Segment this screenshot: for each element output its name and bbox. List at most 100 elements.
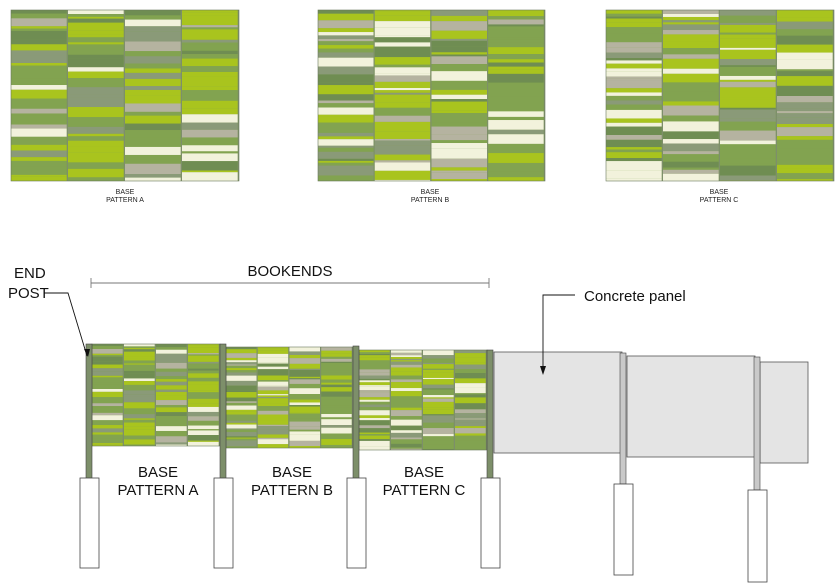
stripe — [289, 418, 321, 422]
stripe — [431, 148, 488, 159]
stripe — [777, 111, 833, 114]
stripe — [374, 160, 431, 163]
stripe — [289, 383, 321, 389]
stripe — [226, 385, 257, 391]
stripe — [455, 369, 486, 374]
stripe — [777, 168, 833, 174]
end-post-arrowhead — [84, 349, 90, 357]
stripe — [374, 10, 431, 12]
stripe — [318, 82, 374, 86]
footing — [747, 489, 768, 583]
stripe — [455, 373, 486, 379]
end-post-label-line2: POST — [8, 285, 49, 302]
stripe — [188, 420, 219, 426]
stripe — [374, 94, 431, 103]
stripe — [374, 154, 431, 161]
stripe — [226, 353, 257, 358]
stripe — [188, 441, 219, 446]
stripe — [431, 140, 488, 144]
stripe — [182, 76, 238, 87]
stripe — [182, 50, 238, 55]
stripe — [92, 432, 123, 435]
stripe — [663, 169, 719, 174]
stripe — [11, 150, 67, 158]
stripe — [321, 433, 352, 440]
stripe — [68, 107, 124, 118]
stripe — [488, 10, 544, 17]
stripe — [92, 443, 123, 445]
stripe — [226, 357, 257, 361]
stripe — [777, 148, 833, 156]
stripe — [359, 407, 390, 411]
concrete-panel — [759, 361, 809, 464]
stripe — [720, 10, 776, 16]
stripe — [663, 167, 719, 170]
stripe — [431, 54, 488, 57]
stripe — [606, 13, 662, 17]
stripe — [92, 428, 123, 433]
stripe — [720, 97, 776, 100]
stripe — [431, 40, 488, 47]
stripe — [488, 29, 544, 38]
stripe — [391, 355, 422, 358]
stripe — [423, 397, 454, 399]
stripe — [226, 414, 257, 421]
stripe — [182, 25, 238, 28]
stripe — [606, 149, 662, 153]
stripe — [68, 34, 124, 38]
stripe — [125, 19, 181, 27]
stripe — [488, 116, 544, 121]
stripe — [359, 410, 390, 416]
stripe — [488, 19, 544, 25]
stripe — [68, 152, 124, 163]
stripe — [777, 71, 833, 77]
stripe — [11, 128, 67, 137]
stripe — [374, 179, 431, 181]
stripe — [777, 59, 833, 70]
stripe — [321, 405, 352, 408]
stripe — [318, 28, 374, 33]
stripe — [488, 120, 544, 130]
stripe — [92, 397, 123, 404]
stripe — [188, 440, 219, 442]
stripe — [68, 162, 124, 169]
column-divider — [832, 10, 834, 181]
stripe — [455, 418, 486, 420]
stripe — [431, 21, 488, 31]
stripe — [318, 116, 374, 123]
stripe — [318, 132, 374, 137]
stripe — [124, 396, 155, 403]
stripe — [423, 379, 454, 385]
stripe — [359, 378, 390, 381]
stripe — [318, 13, 374, 21]
stripe — [289, 347, 321, 352]
stripe — [431, 89, 488, 95]
stripe — [391, 410, 422, 417]
stripe — [720, 75, 776, 80]
stripe — [92, 344, 123, 347]
panel-c-caption-line2: PATTERN C — [383, 482, 466, 499]
stripe — [226, 432, 257, 437]
stripe — [125, 41, 181, 52]
stripe — [455, 409, 486, 414]
stripe — [374, 27, 431, 36]
stripe — [11, 55, 67, 63]
swatch-c-caption-line2: PATTERN C — [700, 197, 739, 204]
stripe — [321, 379, 352, 383]
stripe — [359, 434, 390, 436]
stripe — [257, 414, 289, 421]
stripe — [124, 344, 155, 347]
stripe — [289, 354, 321, 359]
stripe — [257, 369, 289, 376]
stripe — [156, 416, 187, 421]
stripe — [289, 388, 321, 395]
stripe — [11, 26, 67, 29]
stripe — [125, 26, 181, 32]
stripe — [359, 364, 390, 370]
stripe — [321, 375, 352, 380]
stripe — [92, 389, 123, 392]
stripe — [663, 82, 719, 92]
panel-b-caption-line1: BASE — [272, 464, 312, 481]
stripe — [606, 92, 662, 96]
panel-a-caption-line2: PATTERN A — [117, 482, 198, 499]
